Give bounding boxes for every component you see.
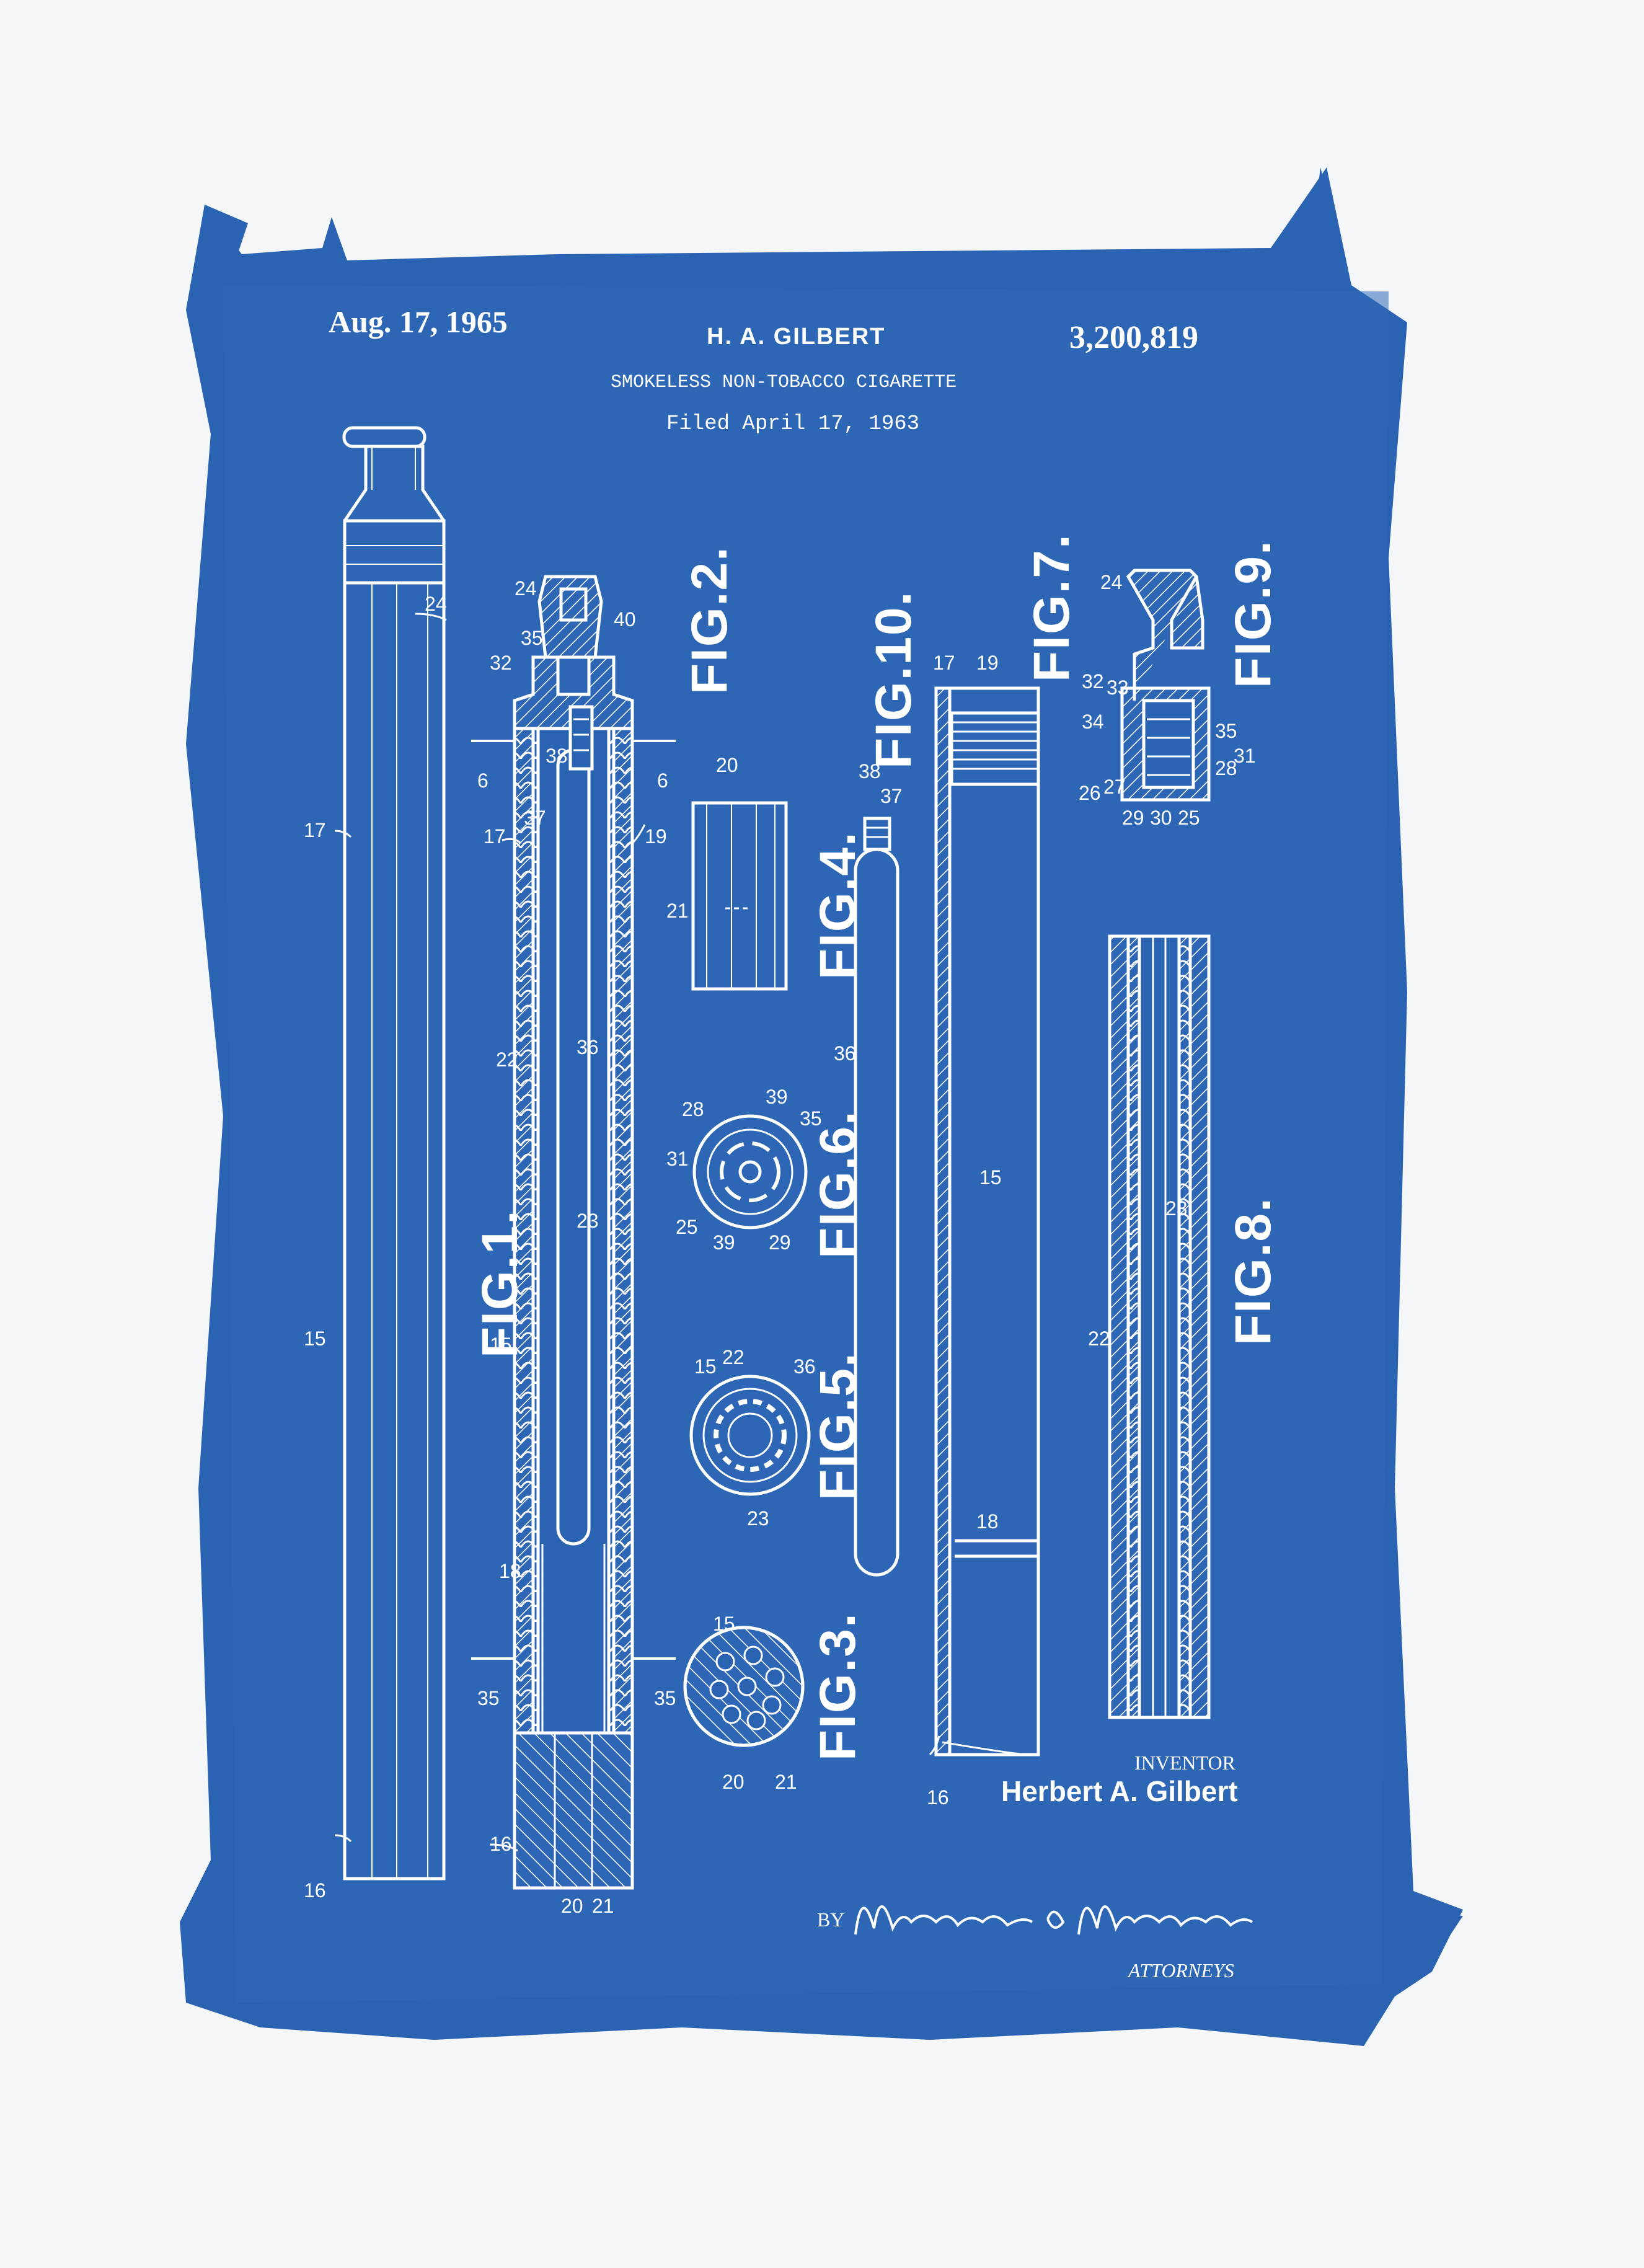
reference-numerals: 24 17 15 16 17 19 32 35 24 40 37 38 22 3… bbox=[304, 571, 1256, 1917]
numeral-32b: 32 bbox=[1082, 670, 1104, 693]
section-35-left: 35 bbox=[477, 1687, 500, 1709]
numeral-16b: 16 bbox=[490, 1833, 512, 1855]
fig1-drawing bbox=[342, 426, 446, 1880]
numeral-28b: 28 bbox=[1215, 757, 1237, 779]
numeral-38: 38 bbox=[546, 745, 568, 767]
numeral-15c: 15 bbox=[694, 1355, 717, 1378]
numeral-33: 33 bbox=[1107, 676, 1129, 699]
fig9-label: FIG.9. bbox=[1225, 539, 1281, 688]
section-6-right: 6 bbox=[657, 769, 668, 792]
numeral-23b: 23 bbox=[747, 1507, 769, 1530]
numeral-31: 31 bbox=[666, 1148, 689, 1170]
numeral-26: 26 bbox=[1079, 782, 1101, 804]
fig5-drawing bbox=[689, 1375, 811, 1496]
numeral-36b: 36 bbox=[793, 1355, 816, 1378]
numeral-28: 28 bbox=[682, 1098, 704, 1120]
numeral-35c: 35 bbox=[1215, 720, 1237, 742]
fig7-drawing bbox=[934, 686, 1040, 1756]
fig9-drawing bbox=[1120, 569, 1211, 802]
numeral-17b: 17 bbox=[484, 825, 506, 848]
fig5-label: FIG.5. bbox=[810, 1352, 866, 1500]
inventor-name: Herbert A. Gilbert bbox=[1001, 1775, 1238, 1807]
numeral-25: 25 bbox=[676, 1216, 698, 1238]
numeral-21c: 21 bbox=[775, 1771, 797, 1793]
patent-date: Aug. 17, 1965 bbox=[329, 304, 508, 339]
numeral-37b: 37 bbox=[880, 785, 903, 807]
numeral-21b: 21 bbox=[666, 900, 689, 922]
numeral-20c: 20 bbox=[722, 1771, 745, 1793]
fig6-label: FIG.6. bbox=[810, 1110, 866, 1259]
attorneys-label: ATTORNEYS bbox=[1128, 1959, 1234, 1982]
numeral-36c: 36 bbox=[834, 1042, 856, 1065]
fig4-drawing bbox=[691, 801, 788, 991]
filed-date: Filed April 17, 1963 bbox=[666, 412, 920, 436]
numeral-25b: 25 bbox=[1178, 807, 1200, 829]
numeral-40: 40 bbox=[614, 608, 636, 631]
inventor-label: INVENTOR bbox=[1134, 1752, 1235, 1774]
numeral-32: 32 bbox=[490, 652, 512, 674]
numeral-21: 21 bbox=[592, 1895, 614, 1917]
numeral-16: 16 bbox=[304, 1879, 326, 1902]
numeral-29: 29 bbox=[769, 1231, 791, 1254]
numeral-34: 34 bbox=[1082, 711, 1104, 733]
numeral-15b: 15 bbox=[490, 1334, 512, 1356]
patent-number: 3,200,819 bbox=[1069, 320, 1198, 355]
fig4-label: FIG.4. bbox=[810, 831, 866, 980]
fig2-label: FIG.2. bbox=[681, 546, 738, 694]
fig10-label: FIG.10. bbox=[865, 590, 922, 769]
by-label: BY bbox=[817, 1908, 845, 1931]
numeral-30: 30 bbox=[1150, 807, 1172, 829]
fig8-label: FIG.8. bbox=[1225, 1197, 1281, 1345]
numeral-17: 17 bbox=[304, 819, 326, 841]
numeral-15e: 15 bbox=[979, 1166, 1002, 1189]
fig2-drawing bbox=[513, 575, 634, 1890]
numeral-36: 36 bbox=[577, 1036, 599, 1058]
numeral-23c: 23 bbox=[1165, 1197, 1188, 1220]
numeral-35b: 35 bbox=[800, 1107, 822, 1130]
numeral-20b: 20 bbox=[716, 754, 738, 776]
numeral-31b: 31 bbox=[1234, 745, 1256, 767]
section-6-left: 6 bbox=[477, 769, 488, 792]
numeral-22: 22 bbox=[496, 1048, 518, 1071]
fig3-label: FIG.3. bbox=[810, 1612, 866, 1761]
numeral-23: 23 bbox=[577, 1210, 599, 1232]
numeral-15d: 15 bbox=[713, 1613, 735, 1635]
fig6-drawing bbox=[692, 1114, 808, 1229]
numeral-15: 15 bbox=[304, 1327, 326, 1350]
section-marks bbox=[471, 740, 676, 1660]
numeral-18b: 18 bbox=[976, 1510, 999, 1533]
numeral-24c: 24 bbox=[1100, 571, 1123, 593]
numeral-22b: 22 bbox=[722, 1346, 745, 1368]
inventor-header: H. A. GILBERT bbox=[707, 324, 886, 350]
numeral-19: 19 bbox=[645, 825, 667, 848]
numeral-19b: 19 bbox=[976, 652, 999, 674]
numeral-29b: 29 bbox=[1122, 807, 1144, 829]
numeral-24b: 24 bbox=[515, 577, 537, 600]
numeral-38b: 38 bbox=[859, 760, 881, 782]
numeral-16c: 16 bbox=[927, 1786, 949, 1809]
numeral-22c: 22 bbox=[1088, 1327, 1110, 1350]
numeral-39b: 39 bbox=[713, 1231, 735, 1254]
fig10-drawing bbox=[854, 817, 899, 1577]
fig7-label: FIG.7. bbox=[1023, 533, 1080, 682]
section-35-right: 35 bbox=[654, 1687, 676, 1709]
numeral-17c: 17 bbox=[933, 652, 955, 674]
numeral-27: 27 bbox=[1103, 776, 1126, 798]
fig3-drawing bbox=[683, 1626, 805, 1747]
numeral-18: 18 bbox=[499, 1560, 521, 1582]
numeral-24: 24 bbox=[425, 593, 447, 615]
leader-lines bbox=[334, 613, 1030, 1852]
fig1-label: FIG.1. bbox=[472, 1209, 528, 1358]
numeral-39: 39 bbox=[766, 1086, 788, 1108]
numeral-20: 20 bbox=[561, 1895, 583, 1917]
numeral-37: 37 bbox=[524, 807, 546, 829]
attorneys-signature-image bbox=[854, 1905, 1253, 1935]
numeral-35: 35 bbox=[521, 627, 543, 649]
fig8-drawing bbox=[1108, 934, 1211, 1719]
patent-title: SMOKELESS NON-TOBACCO CIGARETTE bbox=[611, 372, 957, 393]
